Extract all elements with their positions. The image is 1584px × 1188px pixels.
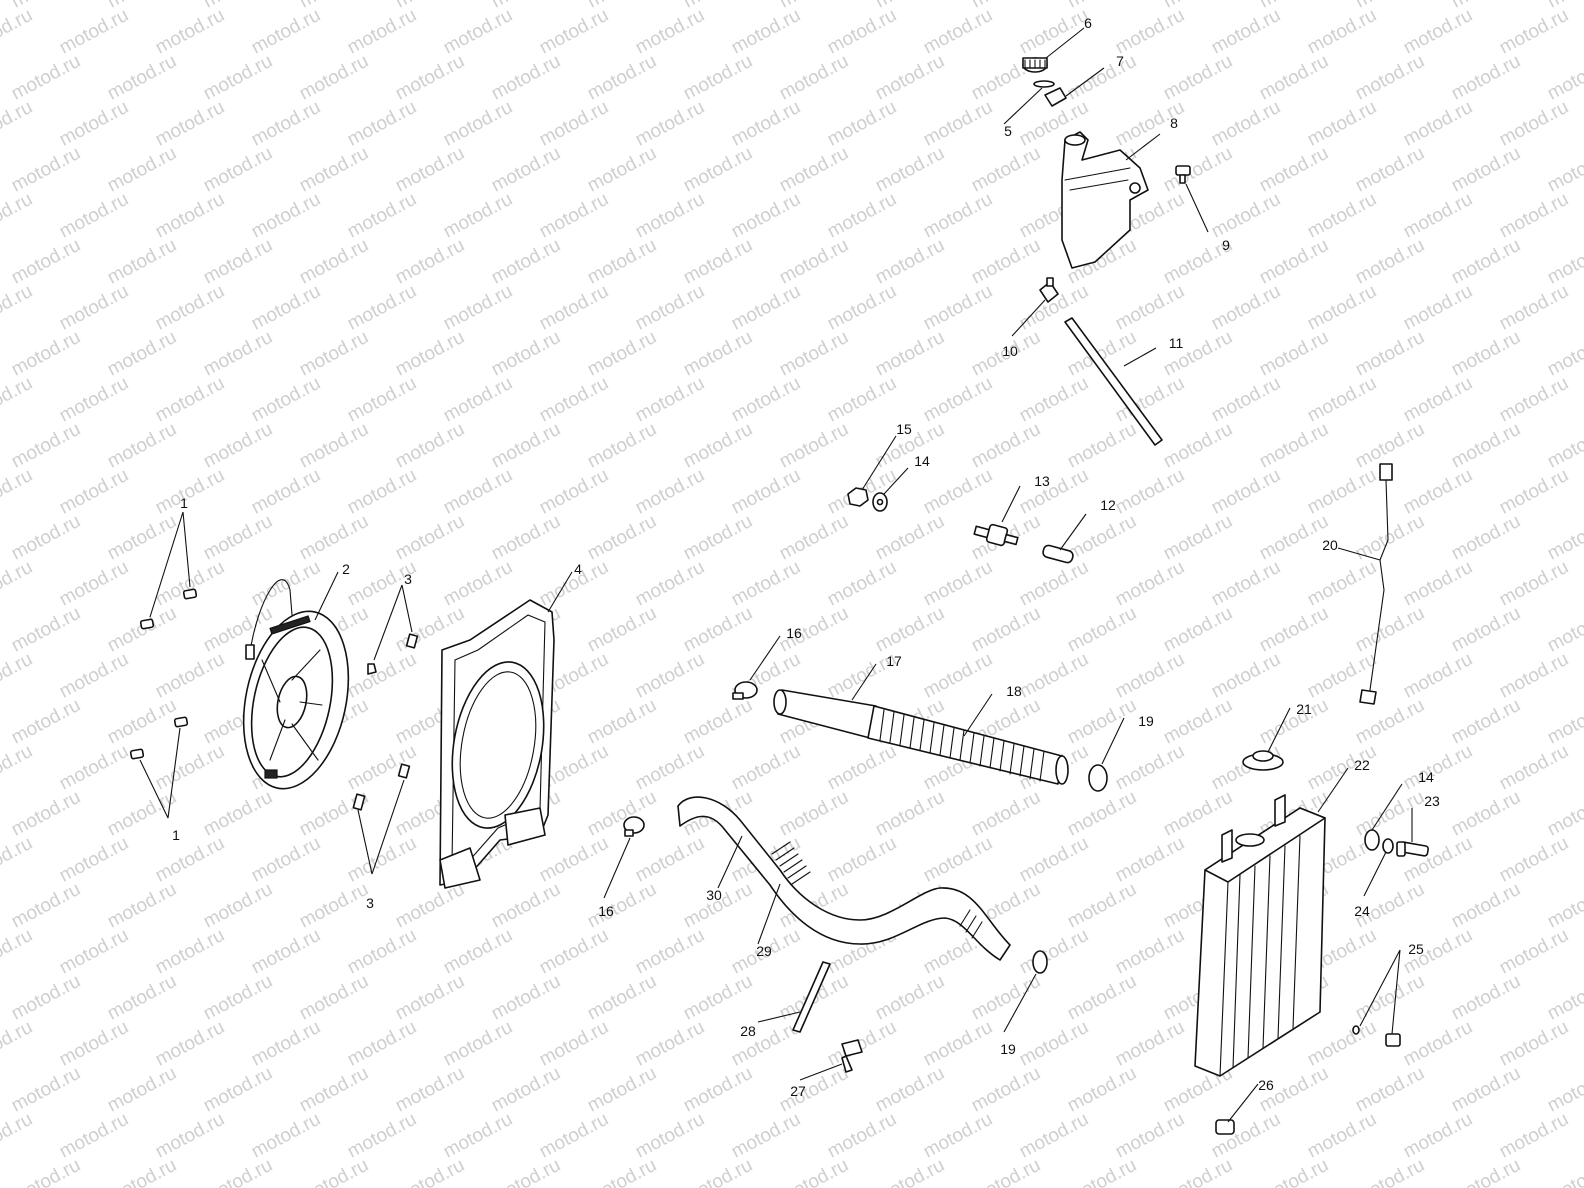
part-8-coolant-reservoir — [1061, 131, 1149, 269]
callout-1-upper: 1 — [180, 495, 188, 511]
callout-14-lower: 14 — [1418, 769, 1434, 785]
callout-1-lower: 1 — [172, 827, 180, 843]
part-7-fitting — [1044, 87, 1067, 107]
part-11-overflow-tube — [1064, 317, 1163, 446]
part-23-bolt — [1396, 841, 1429, 857]
callout-13: 13 — [1034, 473, 1050, 489]
callout-5: 5 — [1004, 123, 1012, 139]
part-14-washer-lower — [1364, 829, 1380, 851]
part-25-drain-plug — [1352, 1025, 1401, 1047]
part-18-corrugated-hose — [867, 705, 1069, 785]
callout-19-upper: 19 — [1138, 713, 1154, 729]
part-16-clamp-lower — [623, 816, 645, 837]
callout-9: 9 — [1222, 237, 1230, 253]
leader-lines — [139, 27, 1413, 1123]
part-15-nut — [847, 487, 869, 507]
callout-28: 28 — [740, 1023, 756, 1039]
part-4-fan-shroud — [439, 599, 555, 889]
part-1-clips-upper — [139, 588, 198, 630]
part-1-clips-lower — [129, 716, 189, 760]
callout-labels: 1 1 2 3 3 4 5 6 7 8 9 10 11 12 13 14 14 … — [172, 15, 1440, 1099]
callout-18: 18 — [1006, 683, 1022, 699]
part-12-spacer — [1042, 544, 1074, 564]
callout-3-lower: 3 — [366, 895, 374, 911]
callout-11: 11 — [1169, 335, 1184, 351]
part-13-grommet — [973, 523, 1019, 547]
callout-8: 8 — [1170, 115, 1178, 131]
callout-3-upper: 3 — [404, 571, 412, 587]
part-14-washer-upper — [872, 492, 888, 512]
part-3-fasteners-lower — [352, 763, 411, 811]
callout-15: 15 — [896, 421, 912, 437]
callout-24: 24 — [1354, 903, 1370, 919]
part-2-cooling-fan — [242, 579, 350, 790]
part-16-clamp-upper — [732, 681, 758, 700]
callout-26: 26 — [1258, 1077, 1274, 1093]
part-9-bolt — [1175, 165, 1191, 184]
callout-27: 27 — [790, 1083, 806, 1099]
callout-10: 10 — [1002, 343, 1018, 359]
part-24-washer — [1382, 838, 1394, 854]
part-26-plug — [1215, 1119, 1235, 1135]
callout-21: 21 — [1296, 701, 1312, 717]
callout-14-upper: 14 — [914, 453, 930, 469]
part-19-clamp-upper — [1088, 764, 1108, 792]
part-17-upper-hose — [773, 689, 877, 739]
part-22-radiator — [1194, 794, 1326, 1077]
callout-4: 4 — [574, 561, 582, 577]
part-19-clamp-lower — [1032, 950, 1048, 974]
callout-7: 7 — [1116, 53, 1124, 69]
callout-23: 23 — [1424, 793, 1440, 809]
part-10-clamp — [1039, 277, 1059, 303]
callout-20: 20 — [1322, 537, 1338, 553]
callout-30: 30 — [706, 887, 722, 903]
callout-16-upper: 16 — [786, 625, 802, 641]
part-30-lower-hose — [677, 796, 1011, 961]
callout-6: 6 — [1084, 15, 1092, 31]
part-29-hose-sleeve — [771, 841, 983, 939]
part-27-push-clip — [841, 1039, 863, 1073]
callout-17: 17 — [886, 653, 902, 669]
callout-2: 2 — [342, 561, 350, 577]
part-5-seal — [1033, 80, 1055, 88]
callout-22: 22 — [1354, 757, 1370, 773]
callout-25: 25 — [1408, 941, 1424, 957]
part-21-radiator-cap — [1242, 750, 1284, 771]
callout-12: 12 — [1100, 497, 1116, 513]
part-3-fasteners-upper — [367, 633, 419, 675]
part-6-reservoir-cap — [1022, 57, 1048, 73]
part-28-rod — [792, 961, 831, 1033]
callout-16-lower: 16 — [598, 903, 614, 919]
part-20-fan-switch-wire — [1359, 463, 1393, 705]
callout-19-lower: 19 — [1000, 1041, 1016, 1057]
callout-29: 29 — [756, 943, 772, 959]
